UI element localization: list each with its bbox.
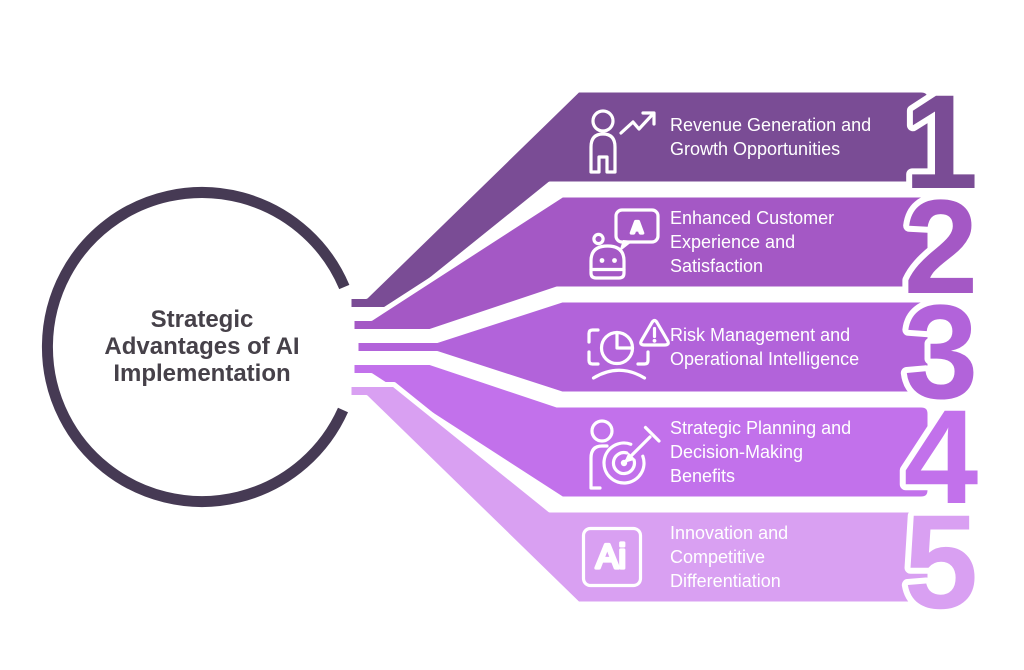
banner-5-number-outline: 5: [904, 488, 979, 637]
banner-1-label: Revenue Generation and Growth Opportunit…: [670, 90, 920, 184]
banner-3-number: 3: [904, 278, 979, 427]
label-line: Enhanced Customer: [670, 208, 835, 228]
label-line: Strategic Planning and: [670, 418, 852, 438]
banner-3-label: Risk Management and Operational Intellig…: [670, 300, 920, 394]
label-line: Differentiation: [670, 571, 781, 591]
person-target-dart-icon: [589, 419, 661, 490]
person-growth-arrow-icon: [589, 109, 656, 174]
label-line: Decision-Making: [670, 442, 804, 462]
label-line: Benefits: [670, 466, 736, 486]
banner-4-number: 4: [904, 383, 979, 532]
risk-pie-warning-icon: [587, 318, 670, 380]
label-line: Satisfaction: [670, 256, 764, 276]
banner-3-shape: [353, 297, 933, 397]
banner-2: 2 2 A: [349, 167, 984, 334]
banner-5: 5 5 Ai: [346, 382, 984, 643]
ai-badge-label: Ai: [596, 538, 626, 576]
banner-1: 1 1: [346, 62, 984, 312]
center-circle-ring: [41, 187, 350, 507]
label-line: Growth Opportunities: [670, 139, 841, 159]
label-line: Experience and: [670, 232, 796, 252]
banner-1-shape: [346, 87, 933, 312]
banner-5-shape: [346, 382, 933, 607]
title-line: Implementation: [113, 360, 291, 387]
banner-4-number-outline: 4: [904, 383, 979, 532]
label-line: Operational Intelligence: [670, 349, 860, 369]
chat-letter: A: [631, 218, 643, 237]
title-line: Strategic: [150, 306, 254, 333]
banner-4-shape: [349, 360, 933, 502]
banner-2-label: Enhanced Customer Experience and Satisfa…: [670, 195, 920, 289]
label-line: Risk Management and: [670, 325, 851, 345]
banner-2-number: 2: [904, 173, 979, 322]
banner-4-label: Strategic Planning and Decision-Making B…: [670, 405, 920, 499]
label-line: Revenue Generation and: [670, 115, 872, 135]
banner-1-number: 1: [904, 68, 979, 217]
ai-badge-icon: Ai: [581, 526, 643, 588]
label-line: Innovation and: [670, 523, 789, 543]
banner-4: 4 4: [349, 360, 984, 538]
banner-5-label: Innovation and Competitive Differentiati…: [670, 510, 920, 604]
banner-5-number: 5: [904, 488, 979, 637]
title-line: Advantages of AI: [104, 333, 300, 360]
center-title: Strategic Advantages of AI Implementatio…: [52, 306, 352, 387]
label-line: Competitive: [670, 547, 766, 567]
chatbot-speech-bubble-icon: A: [589, 208, 660, 280]
banner-2-shape: [349, 192, 933, 334]
